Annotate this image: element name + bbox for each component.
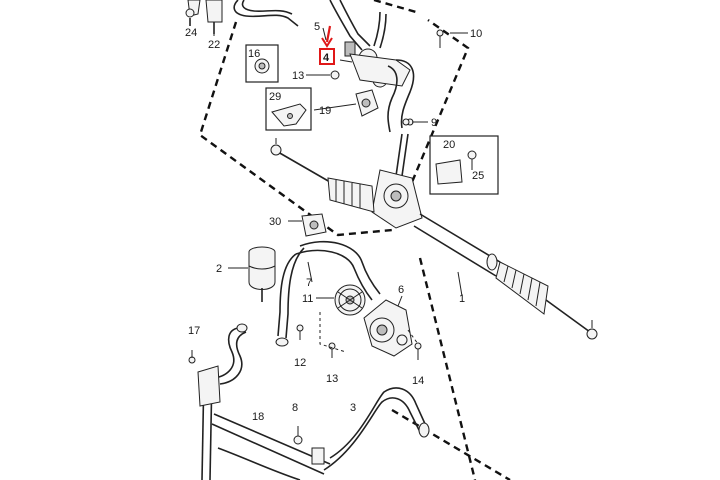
label-17: 17 bbox=[188, 325, 200, 337]
label-19: 19 bbox=[319, 105, 331, 117]
highlight-box bbox=[319, 48, 335, 65]
part-numbers: 24 22 5 4 16 13 29 19 10 9 20 25 30 2 7 … bbox=[185, 21, 484, 423]
valve-cluster bbox=[344, 41, 415, 133]
label-6: 6 bbox=[398, 284, 404, 296]
label-18: 18 bbox=[252, 411, 264, 423]
label-29: 29 bbox=[269, 91, 281, 103]
pressure-hose bbox=[329, 0, 387, 51]
small-dashed-links bbox=[319, 312, 419, 353]
label-13-bottom: 13 bbox=[326, 373, 338, 385]
reservoir bbox=[248, 246, 276, 302]
label-16: 16 bbox=[248, 48, 260, 60]
boxed-parts bbox=[245, 44, 499, 195]
label-20: 20 bbox=[443, 139, 455, 151]
label-30: 30 bbox=[269, 216, 281, 228]
label-8: 8 bbox=[292, 402, 298, 414]
bushing bbox=[301, 213, 327, 237]
leader-lines bbox=[189, 20, 468, 307]
label-14: 14 bbox=[412, 375, 424, 387]
label-11: 11 bbox=[302, 293, 313, 305]
dashed-group-outlines bbox=[198, 0, 511, 480]
bolts bbox=[188, 29, 444, 445]
label-9: 9 bbox=[431, 117, 437, 129]
label-25: 25 bbox=[472, 170, 484, 182]
supply-hose bbox=[275, 240, 381, 347]
pump-and-pulley bbox=[334, 284, 413, 357]
label-7: 7 bbox=[306, 277, 312, 289]
label-22: 22 bbox=[208, 39, 220, 51]
label-5: 5 bbox=[314, 21, 320, 33]
label-13-top: 13 bbox=[292, 70, 304, 82]
label-24: 24 bbox=[185, 27, 197, 39]
steering-rack bbox=[270, 138, 598, 340]
lower-hoses bbox=[197, 323, 430, 480]
top-left-fittings bbox=[185, 0, 299, 34]
highlight-part-4 bbox=[319, 25, 335, 65]
label-1: 1 bbox=[459, 293, 465, 305]
label-10: 10 bbox=[470, 28, 482, 40]
steering-gear-center bbox=[371, 118, 423, 229]
label-4: 4 bbox=[323, 52, 330, 64]
label-2: 2 bbox=[216, 263, 222, 275]
label-12: 12 bbox=[294, 357, 306, 369]
label-3: 3 bbox=[350, 402, 356, 414]
